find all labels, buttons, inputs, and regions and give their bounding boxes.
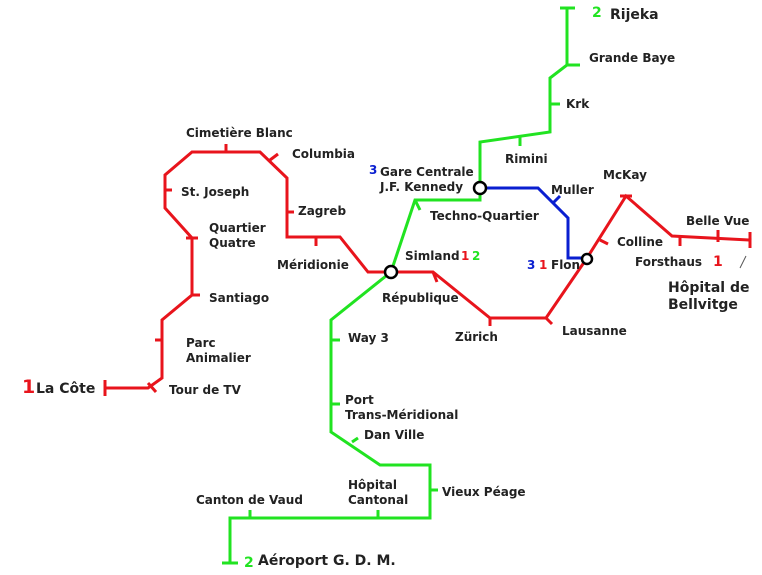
station-tour-de-tv: Tour de TV (169, 383, 241, 397)
station-meridionie: Méridionie (277, 258, 349, 272)
station-colline: Colline (617, 235, 664, 249)
station-grande-baye: Grande Baye (589, 51, 676, 65)
line-1-badge-west: 1 (22, 376, 36, 398)
line-3-route (478, 186, 589, 260)
station-hopital-bellvitge-sub: Bellvitge (668, 297, 738, 313)
interchange-simland (383, 264, 399, 280)
station-columbia: Columbia (292, 147, 356, 161)
interchange-stations (383, 180, 594, 280)
line-2-badge: 2 (592, 5, 602, 21)
station-rimini: Rimini (505, 152, 548, 166)
station-zagreb: Zagreb (298, 204, 347, 218)
station-canton-de-vaud: Canton de Vaud (196, 493, 303, 507)
station-zurich: Zürich (455, 330, 498, 344)
line-1-badge-east: 1 (713, 254, 723, 270)
station-parc-animalier-sub: Animalier (186, 351, 251, 365)
station-santiago: Santiago (209, 291, 270, 305)
station-dan-ville: Dan Ville (364, 428, 425, 442)
station-st-joseph: St. Joseph (181, 185, 250, 199)
interchange-flon (580, 252, 594, 266)
station-krk: Krk (566, 97, 590, 111)
station-hopital-cantonal: Hôpital (348, 478, 397, 492)
station-forsthaus: Forsthaus (635, 255, 703, 269)
station-port-trans-meridional: Port (345, 393, 374, 407)
station-hopital-cantonal-sub: Cantonal (348, 493, 409, 507)
station-quartier-quatre-sub: Quatre (209, 236, 256, 250)
station-mckay: McKay (603, 168, 647, 182)
line-3-badge-gare: 3 (369, 163, 378, 177)
station-aeroport: Aéroport G. D. M. (258, 553, 396, 569)
station-belle-vue: Belle Vue (686, 214, 750, 228)
station-la-cote: La Côte (36, 381, 96, 397)
line-1-badge-simland: 1 (461, 249, 470, 263)
line-1-route (103, 150, 752, 390)
line-3-badge-flon: 3 (527, 258, 536, 272)
interchange-gare-centrale (472, 180, 488, 196)
station-vieux-peage: Vieux Péage (442, 485, 526, 499)
line-2-badge-simland: 2 (472, 249, 481, 263)
station-muller: Muller (551, 183, 594, 197)
line-1-badge-flon: 1 (539, 258, 548, 272)
station-simland: Simland (405, 249, 460, 263)
station-quartier-quatre: Quartier (209, 221, 266, 235)
station-gare-centrale-sub: J.F. Kennedy (380, 180, 464, 194)
station-techno-quartier: Techno-Quartier (430, 209, 539, 223)
station-rijeka: Rijeka (610, 7, 659, 23)
station-parc-animalier: Parc (186, 336, 216, 350)
station-lausanne: Lausanne (562, 324, 627, 338)
line-2-badge-south: 2 (244, 555, 254, 571)
station-port-trans-meridional-sub: Trans-Méridional (345, 408, 459, 422)
station-gare-centrale: Gare Centrale (380, 165, 474, 179)
station-ticks (103, 6, 752, 565)
station-hopital-bellvitge: Hôpital de (668, 280, 750, 296)
station-flon: Flon (551, 258, 581, 272)
station-cimetiere-blanc: Cimetière Blanc (186, 126, 293, 140)
station-republique: République (382, 291, 459, 305)
station-way-3: Way 3 (348, 331, 389, 345)
